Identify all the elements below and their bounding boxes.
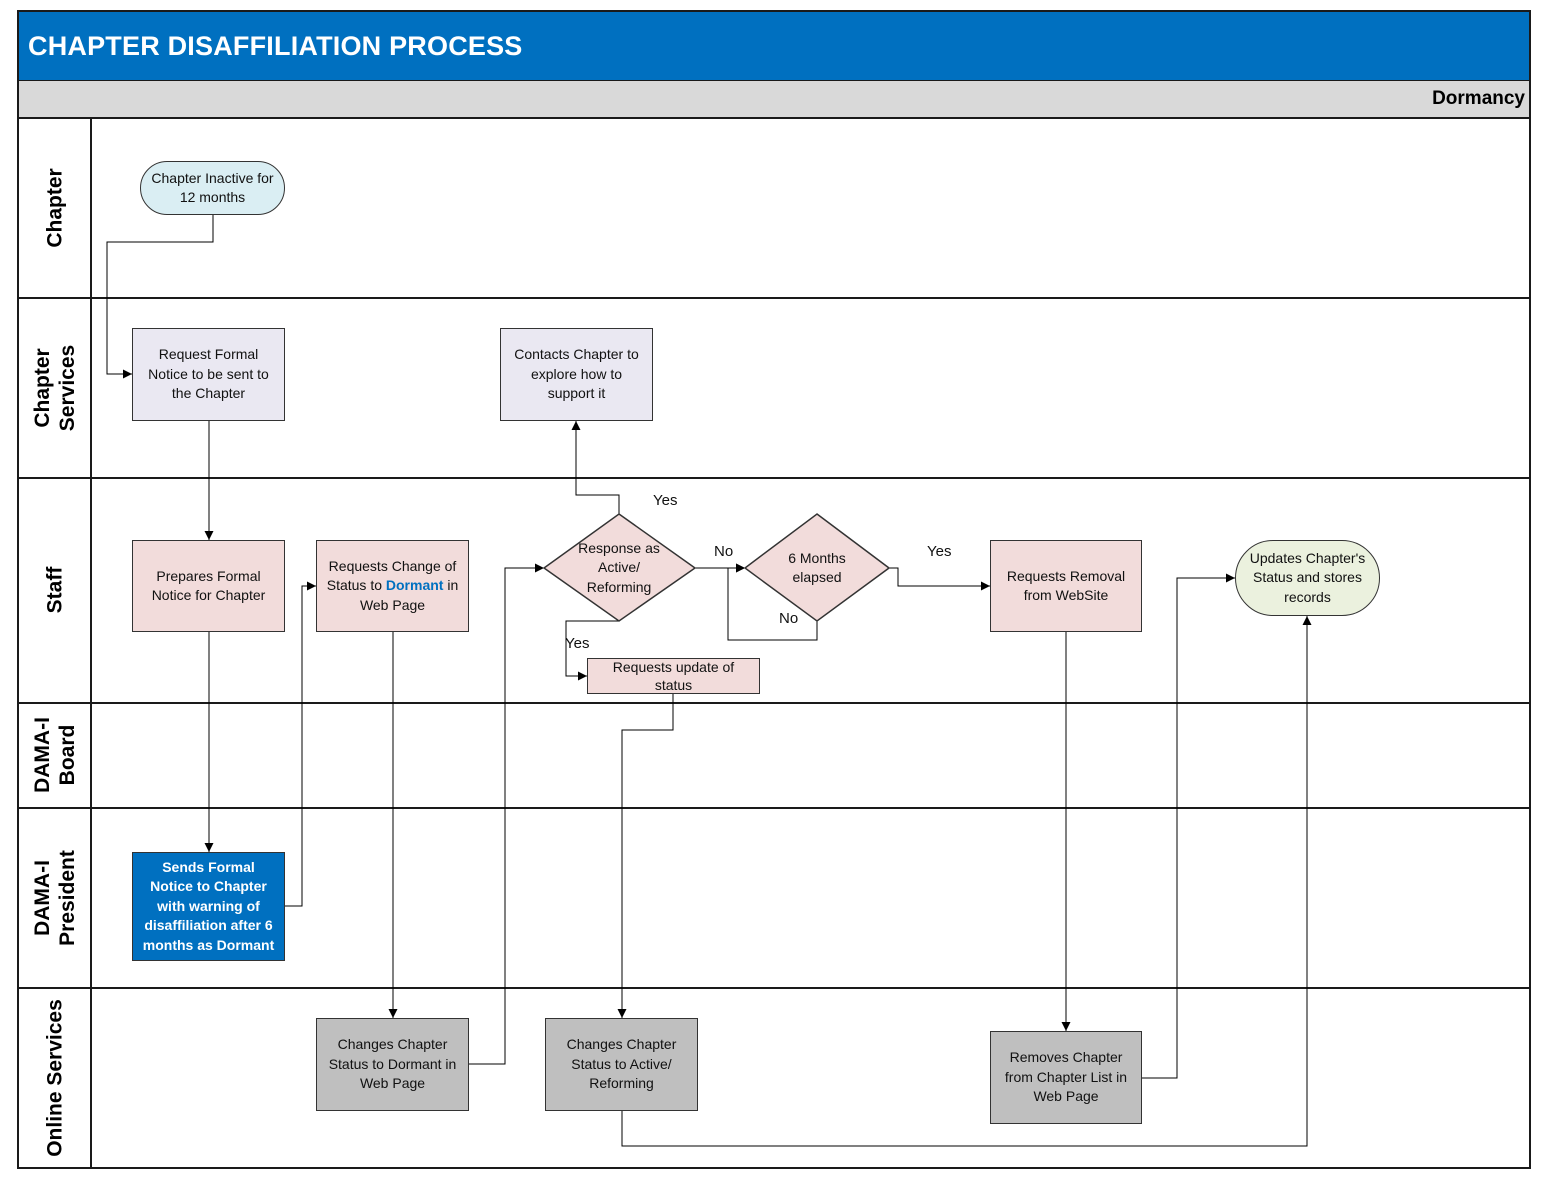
edge-changes-dormant-to-decision: [469, 563, 544, 1065]
requests-change-text-post: in Web Page: [359, 577, 459, 613]
edge-decision-yes-to-contacts: [571, 421, 620, 514]
removes-chapter-box[interactable]: Removes Chapter from Chapter List in Web…: [990, 1031, 1142, 1124]
edge-six-no-loop: [727, 563, 818, 641]
edge-start-to-request: [106, 215, 214, 379]
lane-chapter-services: Chapter Services: [17, 298, 1531, 479]
page-title: CHAPTER DISAFFILIATION PROCESS: [17, 10, 1531, 82]
edge-label-yes-six: Yes: [927, 543, 952, 560]
requests-change-text-highlight: Dormant: [385, 577, 444, 594]
lane-staff: Staff: [17, 478, 1531, 704]
decision-six-months-label[interactable]: 6 Months elapsed: [788, 549, 846, 586]
prepares-formal-notice-box[interactable]: Prepares Formal Notice for Chapter: [132, 540, 285, 632]
requests-change-text-pre: Requests Change of Status to: [326, 557, 457, 594]
decision-six-months-diamond: [743, 513, 891, 622]
changes-status-active-box[interactable]: Changes Chapter Status to Active/ Reform…: [545, 1018, 698, 1111]
edge-sends-to-requests-change: [285, 581, 316, 907]
sends-formal-notice-box[interactable]: Sends Formal Notice to Chapter with warn…: [132, 852, 285, 961]
edge-label-no-six: No: [779, 610, 799, 627]
contacts-chapter-box[interactable]: Contacts Chapter to explore how to suppo…: [500, 328, 653, 421]
lane-president: DAMA-I President: [17, 808, 1531, 989]
requests-change-status-box[interactable]: Requests Change of Status to Dormant in …: [316, 540, 469, 632]
request-formal-notice-box[interactable]: Request Formal Notice to be sent to the …: [132, 328, 285, 421]
decision-response-diamond: [542, 513, 697, 622]
edge-six-yes-to-removal: [889, 567, 990, 591]
requests-removal-box[interactable]: Requests Removal from WebSite: [990, 540, 1142, 632]
edge-decision-yes-to-requests-update: [565, 620, 619, 681]
changes-status-dormant-box[interactable]: Changes Chapter Status to Dormant in Web…: [316, 1018, 469, 1111]
requests-update-box[interactable]: Requests update of status: [587, 658, 760, 694]
phase-label: Dormancy: [1432, 88, 1525, 109]
start-terminal[interactable]: Chapter Inactive for 12 months: [140, 161, 285, 215]
edge-changes-active-to-updates: [621, 616, 1312, 1147]
end-terminal[interactable]: Updates Chapter's Status and stores reco…: [1235, 540, 1380, 616]
lane-online-services: Online Services: [17, 988, 1531, 1169]
edge-label-yes-top: Yes: [653, 492, 678, 509]
lane-board: DAMA-I Board: [17, 703, 1531, 809]
edge-requests-update-to-changes-active: [617, 694, 674, 1018]
decision-response-label[interactable]: Response as Active/ Reforming: [578, 539, 660, 595]
edge-label-yes-left: Yes: [565, 635, 590, 652]
lane-chapter: Chapter: [17, 119, 1531, 299]
phase-header: Dormancy: [17, 81, 1531, 119]
edge-label-no-right: No: [714, 543, 734, 560]
edge-removes-to-updates: [1142, 573, 1235, 1079]
